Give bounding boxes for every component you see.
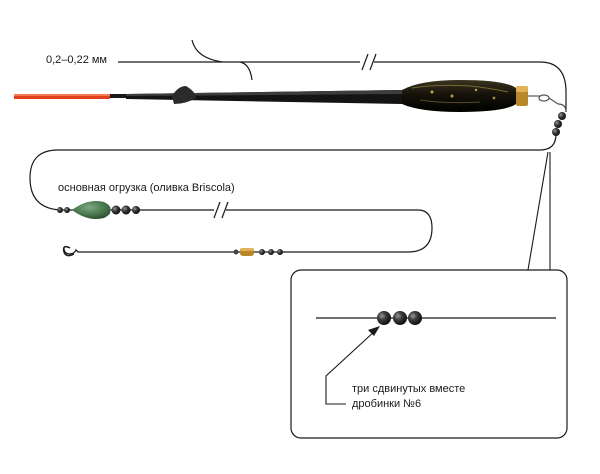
float bbox=[14, 80, 528, 112]
split-shot bbox=[268, 249, 274, 255]
split-shot bbox=[259, 249, 265, 255]
shot-note-line1: три сдвинутых вместе bbox=[352, 383, 466, 395]
main-sinker-label: основная огрузка (оливка Briscola) bbox=[58, 182, 235, 194]
hook-icon bbox=[62, 245, 75, 257]
olive-sinker bbox=[72, 201, 111, 219]
float-shot-group bbox=[552, 112, 566, 136]
float-body bbox=[402, 80, 526, 112]
split-shot bbox=[408, 311, 422, 325]
split-shot bbox=[64, 207, 70, 213]
detail-callout-box bbox=[290, 269, 568, 439]
split-shot bbox=[558, 112, 566, 120]
detail-shot-line bbox=[316, 311, 556, 325]
split-shot bbox=[377, 311, 391, 325]
callout-pointer bbox=[527, 151, 551, 271]
split-shot bbox=[554, 120, 562, 128]
split-shot bbox=[121, 205, 131, 215]
split-shot bbox=[393, 311, 407, 325]
split-shot bbox=[132, 206, 140, 214]
leader-rig bbox=[62, 245, 283, 257]
leader-pointer-arrow bbox=[325, 326, 380, 405]
line-break-mark bbox=[213, 53, 377, 219]
split-shot bbox=[111, 205, 121, 215]
main-line bbox=[29, 39, 567, 253]
split-shot bbox=[552, 128, 560, 136]
sinker-rig bbox=[57, 201, 140, 219]
swivel bbox=[528, 94, 567, 113]
line-diameter-label: 0,2–0,22 мм bbox=[46, 54, 107, 66]
float-tip bbox=[14, 94, 110, 99]
split-shot bbox=[57, 207, 63, 213]
split-shot bbox=[277, 249, 283, 255]
shot-note: три сдвинутых вместе дробинки №6 bbox=[352, 382, 465, 412]
shot-note-line2: дробинки №6 bbox=[352, 398, 422, 410]
